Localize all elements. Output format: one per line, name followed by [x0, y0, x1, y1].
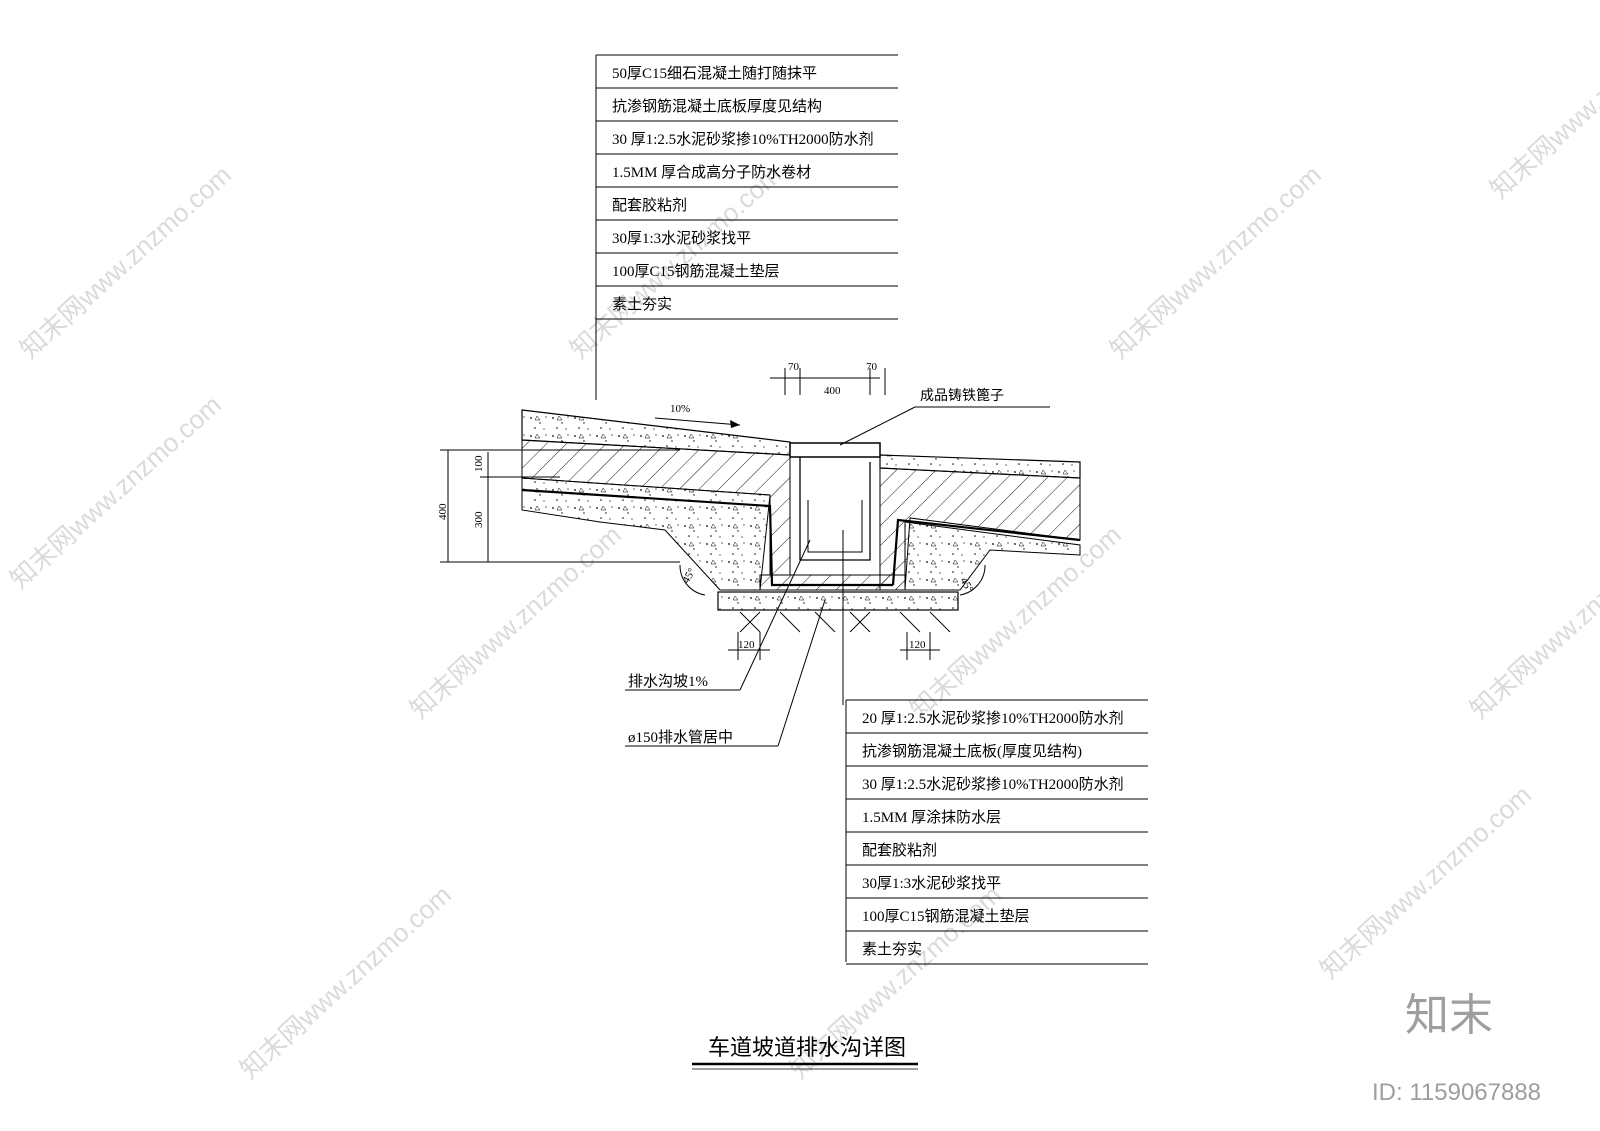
bottom-layer-row: 1.5MM 厚涂抹防水层 [846, 798, 1148, 826]
watermark-text: 知末网www.znzmo.com [564, 159, 787, 364]
trench-bottom-slab [759, 574, 906, 591]
top-layer-row: 100厚C15钢筋混凝土垫层 [596, 252, 898, 280]
bottom-layer-row: 30 厚1:2.5水泥砂浆掺10%TH2000防水剂 [846, 765, 1148, 793]
watermark-text: 知末网www.znzmo.com [14, 159, 237, 364]
bottom-layer-row-label: 抗渗钢筋混凝土底板(厚度见结构) [862, 742, 1082, 760]
top-layer-row: 30厚1:3水泥砂浆找平 [596, 219, 898, 247]
bottom-layer-table: 20 厚1:2.5水泥砂浆掺10%TH2000防水剂抗渗钢筋混凝土底板(厚度见结… [845, 699, 1148, 965]
left-dimension: 400 100 300 [437, 449, 680, 563]
top-layer-row: 配套胶粘剂 [596, 186, 898, 214]
dim-right-side: 70 [866, 361, 878, 373]
bottom-layer-row: 素土夯实 [846, 930, 1148, 958]
dim-lower-height: 300 [473, 511, 485, 528]
trench-section: 10% 成品铸铁篦子 70 400 70 400 100 300 [437, 361, 1081, 747]
watermark-text: 知末网www.znzmo.com [1104, 159, 1327, 364]
top-layer-row-label: 抗渗钢筋混凝土底板厚度见结构 [612, 97, 822, 115]
trench-slope-label: 排水沟坡1% [628, 673, 708, 690]
top-layer-row-label: 30 厚1:2.5水泥砂浆掺10%TH2000防水剂 [612, 130, 874, 148]
grate-label: 成品铸铁篦子 [920, 388, 1004, 404]
brand-logo: 知末 [1405, 990, 1493, 1041]
grate-leader [839, 406, 916, 446]
bottom-layer-row-label: 30厚1:3水泥砂浆找平 [862, 874, 1001, 892]
dim-upper-height: 100 [473, 455, 485, 472]
dim-total-height: 400 [437, 503, 449, 520]
trench-channel [799, 455, 871, 561]
waterproof-line-right [891, 518, 1081, 586]
pipe-label: ø150排水管居中 [628, 729, 733, 746]
top-layer-row: 1.5MM 厚合成高分子防水卷材 [596, 153, 898, 181]
top-layer-row: 30 厚1:2.5水泥砂浆掺10%TH2000防水剂 [596, 120, 898, 148]
bottom-dimension-right: 120 [900, 632, 940, 660]
right-topping [879, 454, 1081, 479]
watermark-text: 知末网www.znzmo.com [234, 879, 457, 1084]
top-layer-row: 素土夯实 [596, 285, 898, 313]
bottom-layer-row-label: 100厚C15钢筋混凝土垫层 [862, 908, 1030, 925]
brand-id: ID: 1159067888 [1372, 1079, 1541, 1106]
watermark-text: 知末网www.znzmo.com [404, 519, 627, 724]
waterproof-line-left [521, 488, 893, 587]
soil-hatch [739, 611, 951, 633]
slope-label: 10% [670, 403, 690, 415]
top-layer-row: 50厚C15细石混凝土随打随抹平 [596, 54, 898, 82]
dim-width: 400 [824, 385, 841, 397]
watermark-text: 知末网www.znzmo.com [4, 389, 227, 594]
watermark-text: 知末网www.znzmo.com [1464, 519, 1600, 724]
top-layer-row-label: 30厚1:3水泥砂浆找平 [612, 229, 751, 247]
right-angle-arc [959, 564, 986, 596]
bottom-layer-row-label: 素土夯实 [862, 941, 922, 958]
top-layer-row-label: 1.5MM 厚合成高分子防水卷材 [612, 164, 811, 181]
bottom-layer-row-label: 20 厚1:2.5水泥砂浆掺10%TH2000防水剂 [862, 709, 1124, 727]
watermark-text: 知末网www.znzmo.com [1484, 0, 1600, 204]
bottom-layer-row-label: 1.5MM 厚涂抹防水层 [862, 809, 1001, 826]
bottom-layer-row: 配套胶粘剂 [846, 831, 1148, 859]
top-layer-row-label: 配套胶粘剂 [612, 197, 687, 214]
dim-left-side: 70 [788, 361, 800, 373]
top-layer-row: 抗渗钢筋混凝土底板厚度见结构 [596, 87, 898, 115]
slope-arrow [654, 417, 741, 426]
slope-arrowhead [730, 420, 740, 428]
trench-inner-u [807, 500, 863, 553]
cast-iron-grate [789, 442, 881, 458]
top-layer-row-label: 100厚C15钢筋混凝土垫层 [612, 263, 780, 280]
pipe-leader [777, 599, 826, 747]
bottom-layer-row-label: 30 厚1:2.5水泥砂浆掺10%TH2000防水剂 [862, 775, 1124, 793]
base-strip [717, 591, 959, 611]
bottom-layer-row-label: 配套胶粘剂 [862, 842, 937, 859]
top-layer-row-label: 素土夯实 [612, 296, 672, 313]
drawing-title: 车道坡道排水沟详图 [708, 1035, 906, 1060]
trench-slope-leader [739, 539, 811, 691]
top-dimension: 70 400 70 [770, 361, 886, 397]
bottom-layer-row: 20 厚1:2.5水泥砂浆掺10%TH2000防水剂 [846, 699, 1148, 727]
bottom-layer-row: 抗渗钢筋混凝土底板(厚度见结构) [846, 732, 1148, 760]
dim-left-offset: 120 [738, 639, 755, 651]
watermark-text: 知末网www.znzmo.com [1314, 779, 1537, 984]
left-angle-arc [679, 564, 706, 596]
left-angle-label: 45° [680, 566, 698, 585]
bottom-dimension-left: 120 [728, 632, 770, 660]
dim-right-offset: 120 [909, 639, 926, 651]
left-cushion [521, 477, 771, 591]
top-layer-row-label: 50厚C15细石混凝土随打随抹平 [612, 65, 817, 82]
bottom-layer-row: 100厚C15钢筋混凝土垫层 [846, 897, 1148, 925]
bottom-layer-row: 30厚1:3水泥砂浆找平 [846, 864, 1148, 892]
